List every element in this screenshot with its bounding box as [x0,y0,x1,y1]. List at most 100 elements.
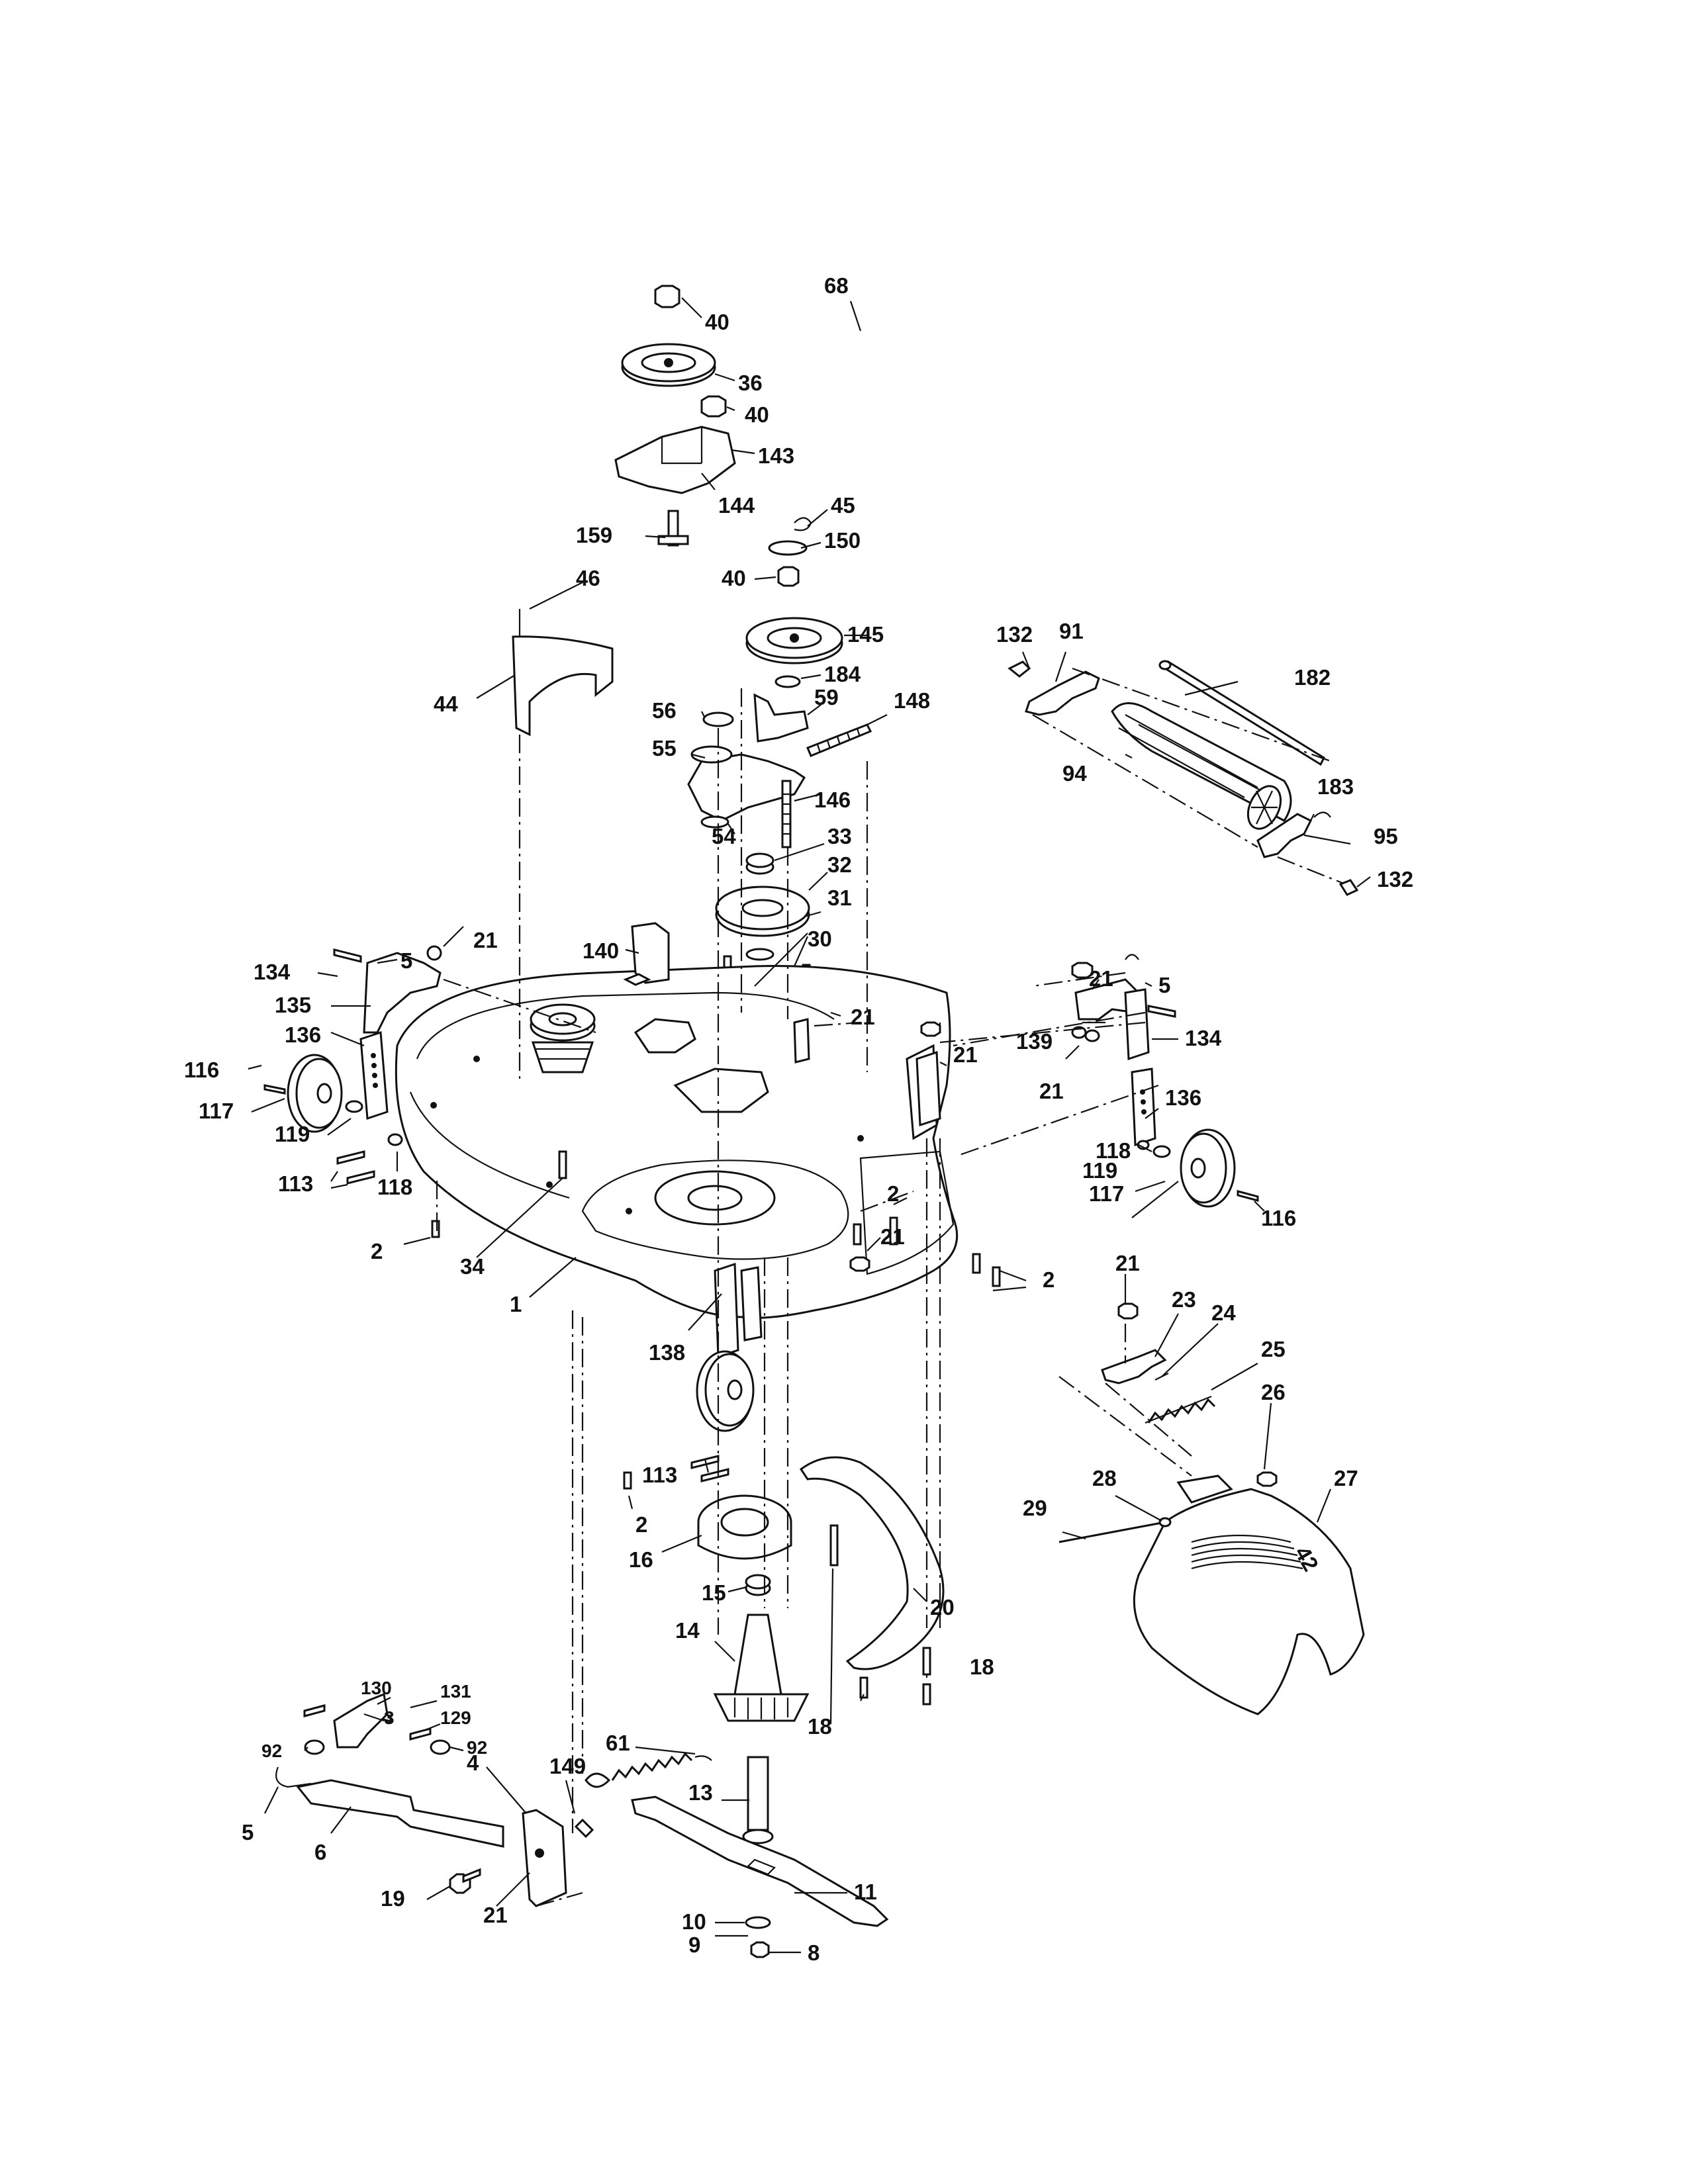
callout-15: 15 [702,1580,726,1605]
callout-55: 55 [652,736,677,760]
belt-guide [512,609,614,737]
callout-34: 34 [460,1254,485,1279]
callout-44: 44 [434,692,458,716]
callout-8: 8 [808,1940,820,1965]
callout-116: 116 [1261,1206,1296,1230]
callout-20: 20 [930,1595,955,1619]
spindle-assembly [697,1494,810,1844]
callout-2: 2 [1043,1267,1055,1292]
callout-159: 159 [576,523,612,547]
callout-68: 68 [824,273,849,298]
callout-134: 134 [254,960,291,984]
idler-pulley-top [614,285,736,547]
roller-assembly [1008,660,1359,896]
baffle [799,1456,945,1706]
callout-2: 2 [887,1181,899,1206]
drive-belt [837,247,1166,526]
left-gauge-wheel [263,945,567,1238]
callout-138: 138 [649,1340,685,1365]
callout-36: 36 [738,371,763,395]
callout-14: 14 [675,1618,700,1643]
callout-94: 94 [1062,761,1087,786]
callout-19: 19 [381,1886,405,1911]
callout-134: 134 [1185,1026,1222,1050]
callout-135: 135 [275,993,311,1017]
callout-131: 131 [440,1681,471,1702]
callout-25: 25 [1261,1337,1286,1361]
callout-116: 116 [184,1058,219,1082]
callout-6: 6 [314,1840,326,1864]
callout-92: 92 [467,1737,487,1758]
leader-lines [248,297,1371,1954]
mower-deck [395,965,959,1319]
callout-95: 95 [1374,824,1398,848]
callout-119: 119 [1082,1158,1117,1183]
callout-46: 46 [576,566,600,590]
callout-132: 132 [996,622,1033,647]
callout-21: 21 [1115,1251,1140,1275]
callout-31: 31 [827,886,852,910]
callout-11: 11 [854,1880,877,1904]
callout-140: 140 [583,938,619,963]
callout-136: 136 [1165,1085,1201,1110]
callout-26: 26 [1261,1380,1286,1404]
callout-150: 150 [824,528,861,553]
deck-bracket-140 [623,922,670,986]
idler-bracket [687,693,872,848]
callout-5: 5 [242,1820,254,1844]
callout-113: 113 [642,1463,677,1487]
callout-119: 119 [275,1122,310,1146]
callout-32: 32 [827,852,852,877]
callout-23: 23 [1172,1287,1196,1312]
callout-92: 92 [261,1741,282,1761]
callout-21: 21 [473,928,498,952]
discharge-chute: 42 [1058,1471,1365,1715]
callout-labels: 68 40 36 40 143 144 159 45 150 40 46 145… [184,273,1413,1965]
callout-2: 2 [635,1512,647,1537]
callout-136: 136 [285,1023,321,1047]
callout-33: 33 [827,824,852,848]
callout-21: 21 [1039,1079,1064,1103]
callout-132: 132 [1377,867,1413,891]
blade [631,1796,889,1958]
callout-40: 40 [745,402,769,427]
callout-184: 184 [824,662,861,686]
callout-56: 56 [652,698,677,723]
callout-130: 130 [361,1678,392,1698]
callout-1: 1 [510,1292,522,1316]
callout-145: 145 [847,622,884,647]
callout-21: 21 [483,1903,508,1927]
callout-143: 143 [758,443,794,468]
callout-9: 9 [688,1933,700,1957]
callout-45: 45 [831,493,855,518]
callout-21: 21 [1089,966,1113,991]
callout-144: 144 [718,493,755,518]
callout-28: 28 [1092,1466,1117,1490]
callout-29: 29 [1023,1496,1047,1520]
callout-18: 18 [808,1714,832,1739]
callout-148: 148 [894,688,930,713]
callout-18: 18 [970,1655,994,1679]
callout-2: 2 [371,1239,383,1263]
callout-118: 118 [377,1175,412,1199]
callout-117: 117 [199,1099,234,1123]
callout-21: 21 [851,1005,875,1029]
callout-4: 4 [467,1751,479,1775]
callout-5: 5 [400,948,412,973]
callout-129: 129 [440,1707,471,1728]
callout-54: 54 [712,824,736,848]
lift-linkage [275,1692,712,1907]
callout-30: 30 [808,927,832,951]
callout-117: 117 [1089,1181,1124,1206]
callout-27: 27 [1334,1466,1358,1490]
callout-13: 13 [688,1780,713,1805]
callout-3: 3 [384,1707,395,1728]
centerlines [436,667,1344,1907]
callout-40: 40 [722,566,746,590]
callout-61: 61 [606,1731,630,1755]
callout-139: 139 [1016,1029,1053,1054]
callout-146: 146 [814,788,851,812]
deflector-bracket [1101,1302,1216,1424]
callout-113: 113 [278,1171,313,1196]
